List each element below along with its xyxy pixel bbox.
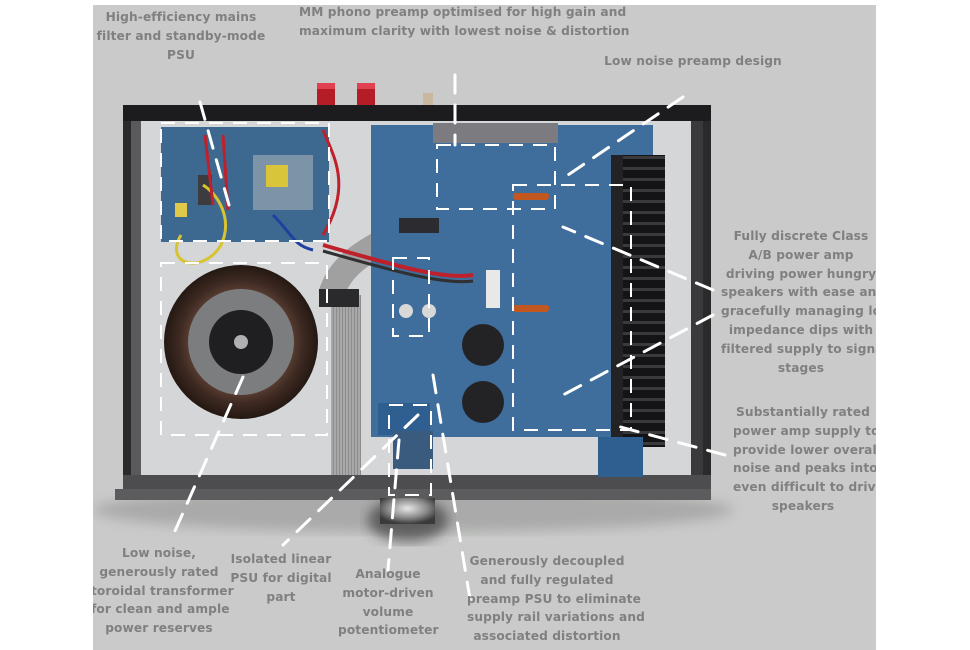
annotation-line: power amp supply to <box>733 423 876 438</box>
annotation-line: filter and standby-mode <box>96 28 266 43</box>
speaker-relay-board <box>598 437 643 477</box>
leader-transformer <box>169 375 245 542</box>
annotation-line: High-efficiency mains <box>105 10 257 24</box>
annotation-line: Low noise, <box>121 546 197 560</box>
annotation-line: A/B power amp <box>748 247 854 262</box>
volume-knob <box>380 498 435 524</box>
annotation-toroidal-transformer: Low noise, generously rated toroidal trans… <box>93 544 234 638</box>
speaker-terminals <box>317 83 433 107</box>
leader-preamp-psu <box>431 373 473 607</box>
annotation-line: for clean and ample <box>93 602 230 617</box>
annotation-line: speakers with ease and <box>721 285 876 300</box>
outline-preamp-psu <box>392 257 430 337</box>
annotation-line: PSU for digital <box>230 570 332 585</box>
figure-panel: High-efficiency mains filter and standby-… <box>93 5 876 650</box>
annotation-line: gracefully managing low <box>721 304 876 319</box>
annotation-line: motor-driven <box>342 585 434 600</box>
region-outlines <box>160 122 632 496</box>
heatsink <box>611 155 665 447</box>
annotation-power-amp-supply: Substantially rated power amp supply to pr… <box>733 403 876 516</box>
annotation-line: preamp PSU to eliminate <box>467 591 641 606</box>
annotation-line: provide lower overall <box>733 442 876 457</box>
toroidal-transformer <box>164 265 318 419</box>
annotation-line: MM phono preamp optimised for high gain … <box>299 5 627 19</box>
outline-mains-filter <box>160 122 330 242</box>
annotation-line: PSU <box>167 47 195 62</box>
annotation-line: maximum clarity with lowest noise & dist… <box>299 23 630 38</box>
annotation-preamp-psu: Generously decoupled and fully regulated p… <box>467 552 645 646</box>
annotation-line: generously rated <box>99 564 219 579</box>
annotation-mains-filter: High-efficiency mains filter and standby-… <box>93 8 270 64</box>
annotation-line: driving power hungry <box>725 266 876 281</box>
annotation-line: volume <box>362 604 414 619</box>
annotation-line: Isolated linear <box>230 552 332 566</box>
leader-power-amp-supply <box>611 423 727 457</box>
annotation-line: Fully discrete Class <box>733 229 869 243</box>
annotation-line: Generously decoupled <box>469 554 625 568</box>
annotation-line: Substantially rated <box>736 405 870 419</box>
annotation-volume-pot: Analogue motor-driven volume potentiometer <box>338 565 439 640</box>
leader-lines <box>169 73 727 607</box>
annotation-line: supply rail variations and <box>467 610 645 625</box>
outline-phono <box>436 144 556 210</box>
annotation-low-noise-preamp: Low noise preamp design <box>603 52 783 71</box>
annotation-line: potentiometer <box>338 623 439 638</box>
annotation-line: stages <box>777 360 825 375</box>
annotation-line: impedance dips with <box>728 322 874 337</box>
outline-power-amp <box>512 184 632 431</box>
outline-digital-psu <box>388 404 432 496</box>
annotation-line: and fully regulated <box>480 572 614 587</box>
main-pcb <box>322 123 653 437</box>
annotation-line: power reserves <box>105 621 213 636</box>
annotation-phono-preamp: MM phono preamp optimised for high gain … <box>299 5 630 41</box>
annotation-line: Low noise preamp design <box>604 54 782 68</box>
outline-transformer <box>160 262 328 436</box>
annotation-line: speakers <box>771 498 835 513</box>
annotation-line: filtered supply to signal <box>721 341 876 356</box>
mains-filter-board <box>161 127 341 265</box>
annotation-line: Analogue <box>355 567 421 581</box>
annotation-line: associated distortion <box>473 629 621 644</box>
annotation-line: part <box>266 589 296 604</box>
leader-power-amp-1 <box>561 225 715 292</box>
leader-digital-psu <box>281 413 420 547</box>
leader-mains-filter <box>198 100 231 207</box>
amplifier-photo <box>93 73 733 607</box>
annotation-line: noise and peaks into <box>733 461 876 476</box>
leader-volume-pot <box>386 438 401 572</box>
digital-psu-board <box>378 403 433 469</box>
annotation-line: even difficult to drive <box>733 480 876 495</box>
annotation-line: toroidal transformer <box>93 583 234 598</box>
leader-low-noise-preamp <box>563 95 685 179</box>
